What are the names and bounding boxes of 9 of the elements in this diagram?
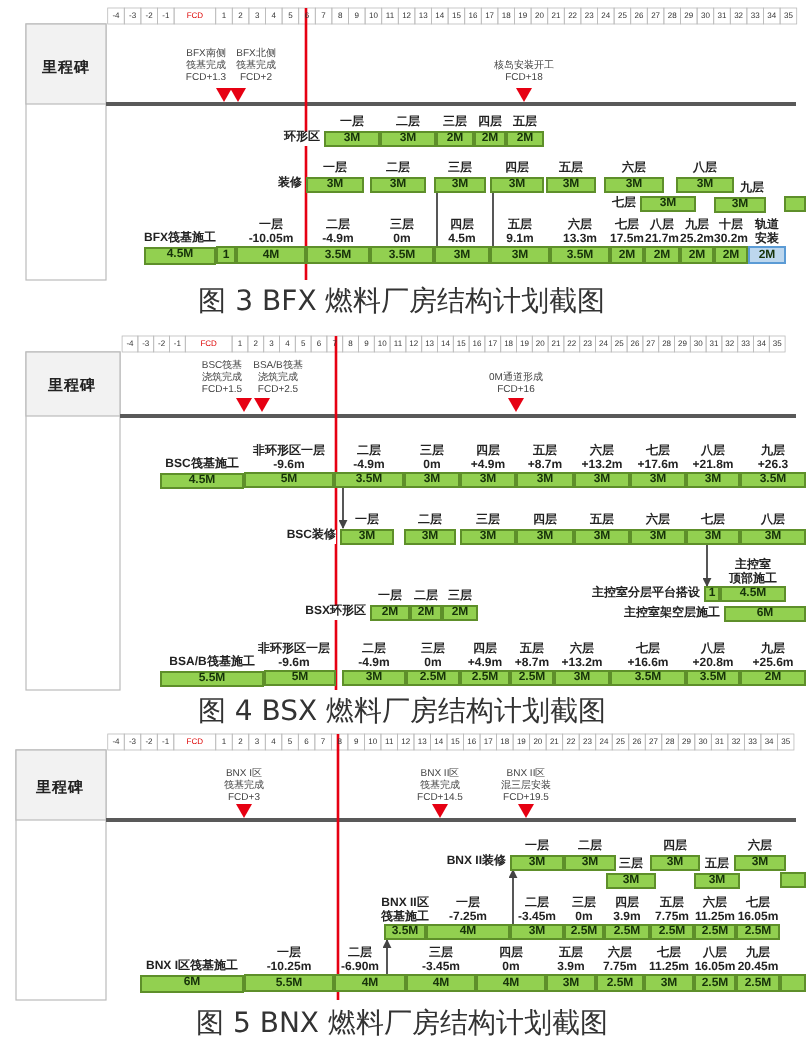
dependency-line <box>492 191 494 247</box>
dependency-arrow <box>702 543 712 587</box>
dependency-arrow <box>508 869 518 925</box>
dependency-arrow <box>382 939 392 975</box>
dependency-line <box>436 191 438 247</box>
figure-caption: 图 3 BFX 燃料厂房结构计划截图 <box>196 284 608 320</box>
dependency-arrow <box>338 487 348 529</box>
figure-caption: 图 4 BSX 燃料厂房结构计划截图 <box>195 694 609 730</box>
figure-caption: 图 5 BNX 燃料厂房结构计划截图 <box>194 1006 610 1042</box>
